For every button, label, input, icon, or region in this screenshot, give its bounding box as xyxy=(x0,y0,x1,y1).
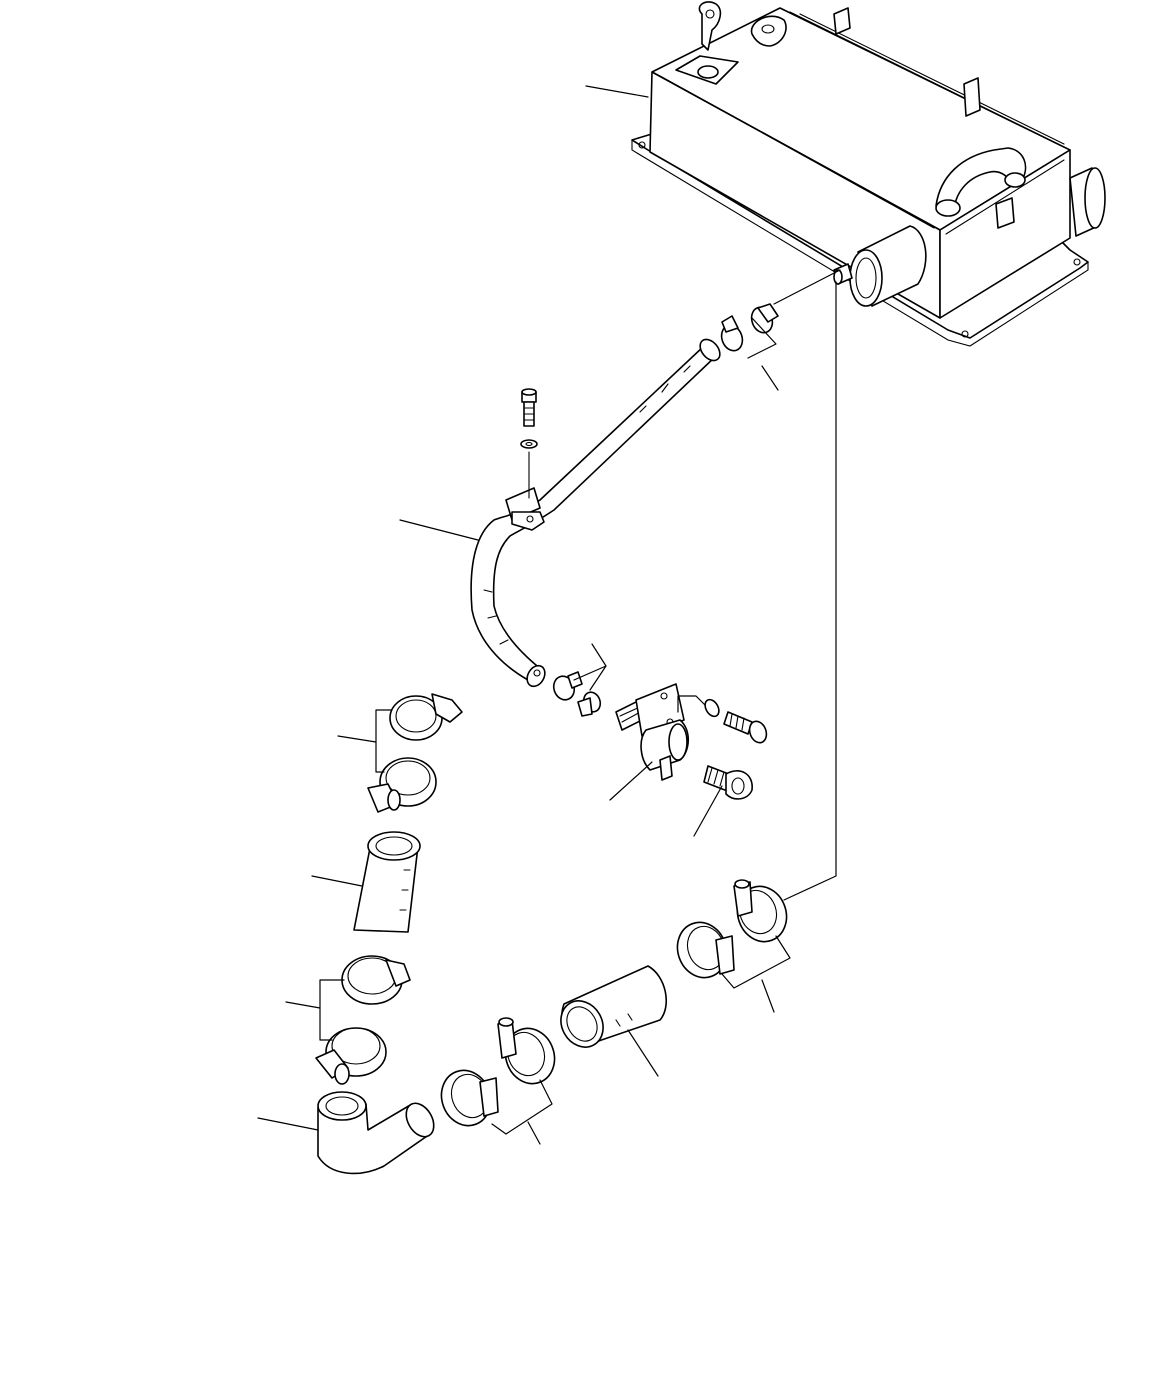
bolt-washer-bracket xyxy=(512,389,544,530)
lower-middle-clamp-pair xyxy=(434,1018,562,1133)
bent-tube-hose xyxy=(471,336,724,690)
small-clamp-pair xyxy=(550,672,602,716)
aftercooler-tank xyxy=(632,2,1105,346)
drain-plug xyxy=(704,766,752,799)
upper-hose-clamp-pair xyxy=(718,304,778,354)
mount-bolt xyxy=(678,696,769,745)
straight-hose xyxy=(354,832,420,932)
leader-lines xyxy=(258,86,840,1144)
elbow-pipe xyxy=(318,1092,439,1173)
upper-left-clamp-pair xyxy=(368,694,462,812)
lower-right-clamp-pair xyxy=(670,879,794,984)
lower-left-clamp-pair xyxy=(316,956,410,1084)
tee-fitting xyxy=(616,684,688,780)
middle-hose xyxy=(553,966,667,1055)
